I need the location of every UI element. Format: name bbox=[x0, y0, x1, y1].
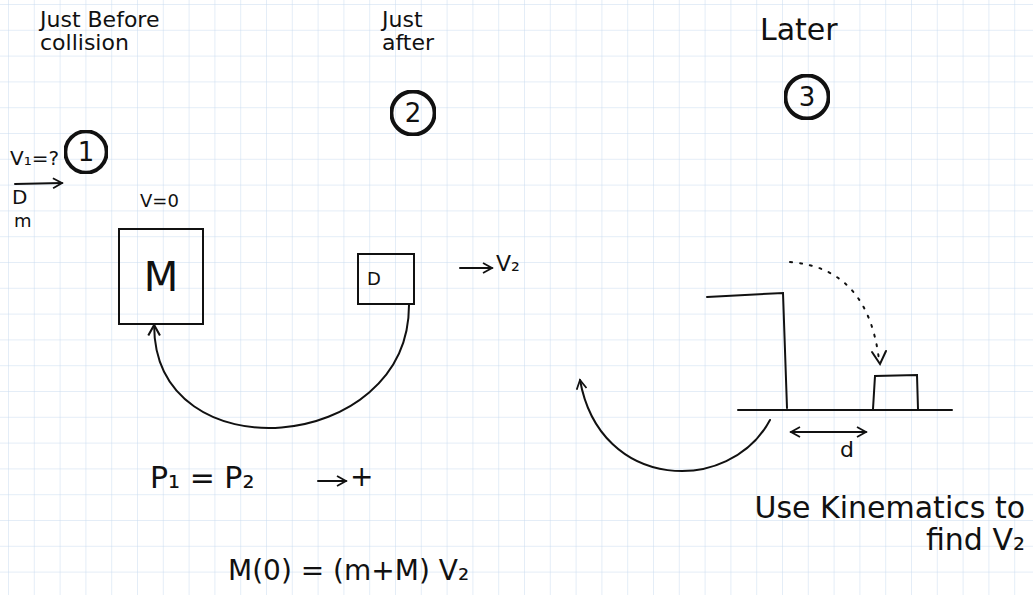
landed-block bbox=[873, 375, 918, 409]
step-number: 1 bbox=[78, 138, 95, 167]
circle-line bbox=[785, 75, 828, 118]
distance-arrow bbox=[791, 431, 832, 433]
trajectory bbox=[790, 262, 879, 360]
table-edge bbox=[707, 293, 787, 408]
mass-label: D bbox=[367, 269, 381, 289]
block-box: D bbox=[357, 253, 415, 305]
step-circle: 3 bbox=[784, 74, 830, 120]
sketch-note: D bbox=[12, 187, 27, 208]
sketch-note: d bbox=[840, 438, 854, 461]
sketch-note: V=0 bbox=[140, 192, 179, 211]
sketch-note: V₂ bbox=[496, 252, 520, 275]
direction-arrow bbox=[318, 480, 346, 482]
sketch-note: V₁=? bbox=[10, 148, 59, 169]
step-circle: 1 bbox=[64, 130, 108, 174]
sketch-note: Just Before collision bbox=[40, 8, 160, 54]
step-arrow bbox=[580, 380, 770, 471]
sketch-note: Use Kinematics to find V₂ bbox=[745, 492, 1025, 555]
circle-line bbox=[391, 91, 434, 134]
block-box: M bbox=[118, 228, 204, 325]
sketch-note: m bbox=[14, 212, 32, 231]
velocity-arrow bbox=[460, 267, 492, 269]
sketch-note: P₁ = P₂ bbox=[150, 462, 254, 494]
velocity-arrow bbox=[15, 183, 62, 184]
ground-line bbox=[738, 409, 952, 411]
step-number: 3 bbox=[799, 83, 816, 112]
sketch-note: Just after bbox=[382, 8, 462, 54]
step-circle: 2 bbox=[390, 90, 436, 136]
sketch-note: + bbox=[350, 462, 373, 491]
circle-line bbox=[65, 131, 106, 172]
sketch-note: Later bbox=[760, 14, 838, 46]
step-number: 2 bbox=[405, 99, 422, 128]
mass-label: M bbox=[144, 255, 179, 299]
trajectory-head bbox=[872, 351, 886, 364]
sketch-note: M(0) = (m+M) V₂ bbox=[228, 556, 469, 585]
